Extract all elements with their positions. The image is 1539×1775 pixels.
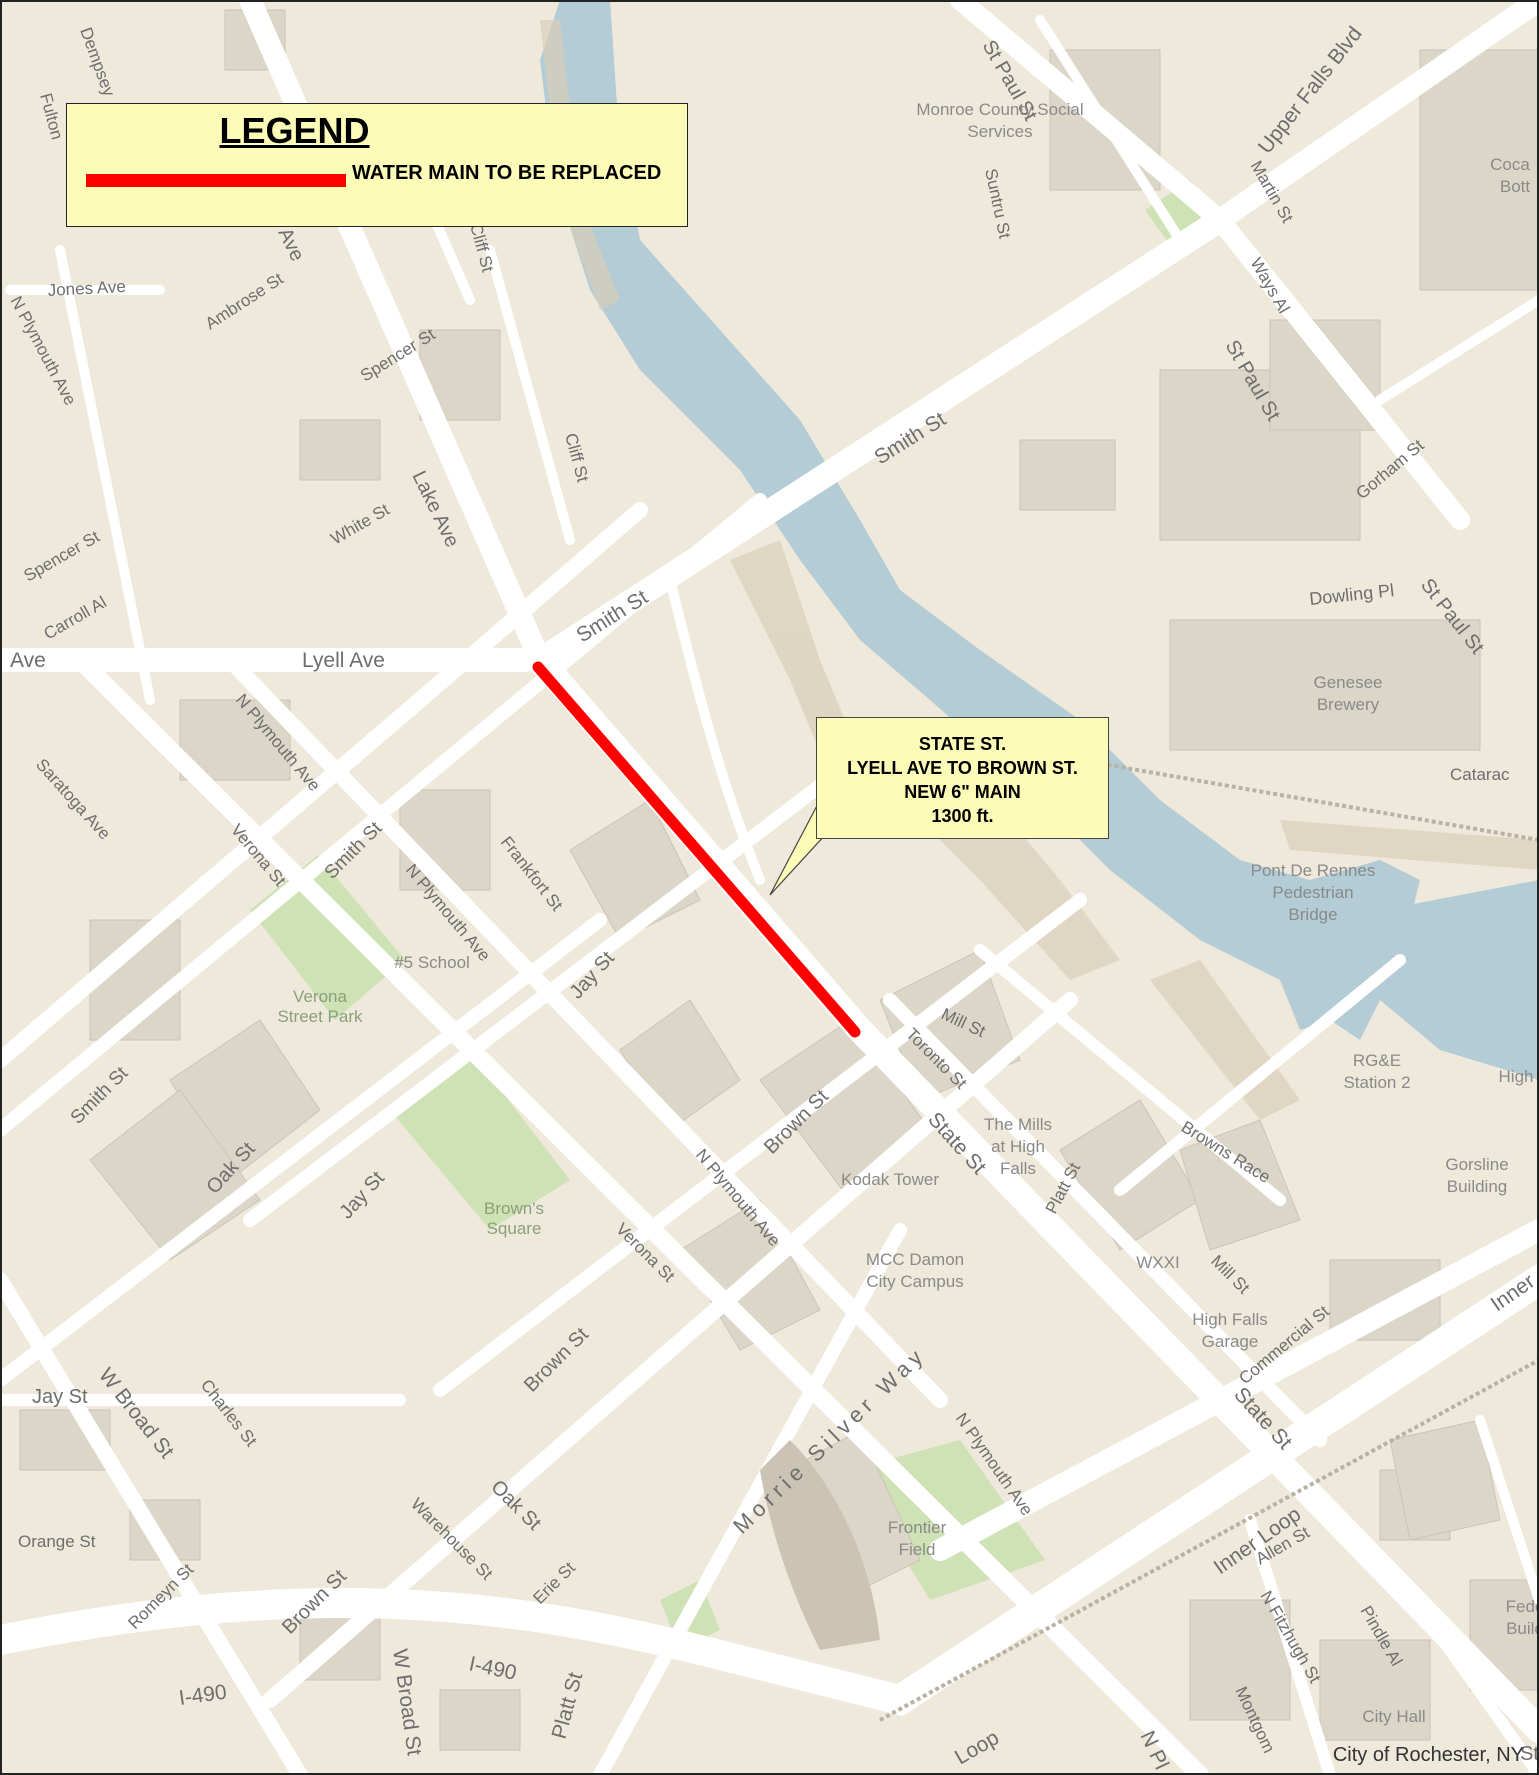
stadium-outline: [760, 1440, 880, 1650]
label-gorsline-1: Gorsline: [1445, 1155, 1508, 1174]
label-mills-2: at High: [991, 1137, 1045, 1156]
label-city-hall: City Hall: [1362, 1707, 1425, 1726]
label-pont-3: Bridge: [1288, 905, 1337, 924]
label-mills-3: Falls: [1000, 1159, 1036, 1178]
legend-line-swatch: [86, 174, 346, 187]
label-verona-park-1: Verona: [293, 987, 347, 1006]
callout-line-1: STATE ST.: [918, 734, 1007, 754]
label-fed-1: Fede: [1506, 1597, 1539, 1616]
map-credit: City of Rochester, NY: [1332, 1744, 1524, 1766]
label-monroe-county-2: Services: [967, 122, 1032, 141]
water-main-segment[interactable]: [532, 661, 861, 1038]
label-wxxi: WXXI: [1136, 1253, 1179, 1272]
label-school-5: #5 School: [394, 953, 470, 972]
place-labels: Monroe County Social Services Coca Bott …: [277, 100, 1539, 1726]
label-mcc-2: City Campus: [866, 1272, 963, 1291]
label-verona-park-2: Street Park: [277, 1007, 363, 1026]
label-lyell-ave: Lyell Ave: [302, 649, 385, 672]
label-genesee-1: Genesee: [1314, 673, 1383, 692]
label-frontier-2: Field: [899, 1540, 936, 1559]
callout-line-3: NEW 6" MAIN: [904, 782, 1021, 802]
label-high-falls-garage-1: High Falls: [1192, 1310, 1268, 1329]
railway: [879, 758, 1539, 1722]
callout-line-2: LYELL AVE TO BROWN ST.: [847, 758, 1078, 778]
label-pont-2: Pedestrian: [1272, 883, 1353, 902]
label-jones-ave: Jones Ave: [47, 277, 126, 300]
legend-box: LEGEND WATER MAIN TO BE REPLACED: [66, 103, 688, 227]
label-browns-square-1: Brown's: [484, 1199, 544, 1218]
label-jay-st-3: Jay St: [32, 1386, 88, 1408]
building-footprints: [19, 9, 1539, 1751]
label-pont-1: Pont De Rennes: [1251, 861, 1376, 880]
legend-item-label: WATER MAIN TO BE REPLACED: [352, 162, 662, 184]
genesee-river: [540, 0, 1539, 1080]
label-st-top: St: [1520, 1743, 1539, 1765]
project-callout: STATE ST. LYELL AVE TO BROWN ST. NEW 6" …: [816, 717, 1109, 839]
label-frontier-1: Frontier: [888, 1518, 947, 1537]
label-gorsline-2: Building: [1447, 1177, 1508, 1196]
label-mills-1: The Mills: [984, 1115, 1052, 1134]
label-rge-2: Station 2: [1343, 1073, 1410, 1092]
label-mcc-1: MCC Damon: [866, 1250, 964, 1269]
label-cocacola-2: Bott: [1500, 177, 1531, 196]
legend-title: LEGEND: [219, 110, 370, 151]
label-rge-1: RG&E: [1353, 1051, 1401, 1070]
label-browns-square-2: Square: [487, 1219, 542, 1238]
label-ave: Ave: [10, 649, 46, 672]
label-monroe-county-1: Monroe County Social: [916, 100, 1083, 119]
label-kodak-tower: Kodak Tower: [841, 1170, 939, 1189]
label-orange-st: Orange St: [18, 1532, 96, 1551]
label-cocacola-1: Coca: [1490, 155, 1530, 174]
callout-line-4: 1300 ft.: [931, 806, 994, 826]
label-high-falls-garage-2: Garage: [1202, 1332, 1259, 1351]
label-high: High: [1499, 1067, 1534, 1086]
label-genesee-2: Brewery: [1317, 695, 1380, 714]
label-catarac: Catarac: [1450, 765, 1510, 784]
label-fed-2: Build: [1506, 1619, 1539, 1638]
